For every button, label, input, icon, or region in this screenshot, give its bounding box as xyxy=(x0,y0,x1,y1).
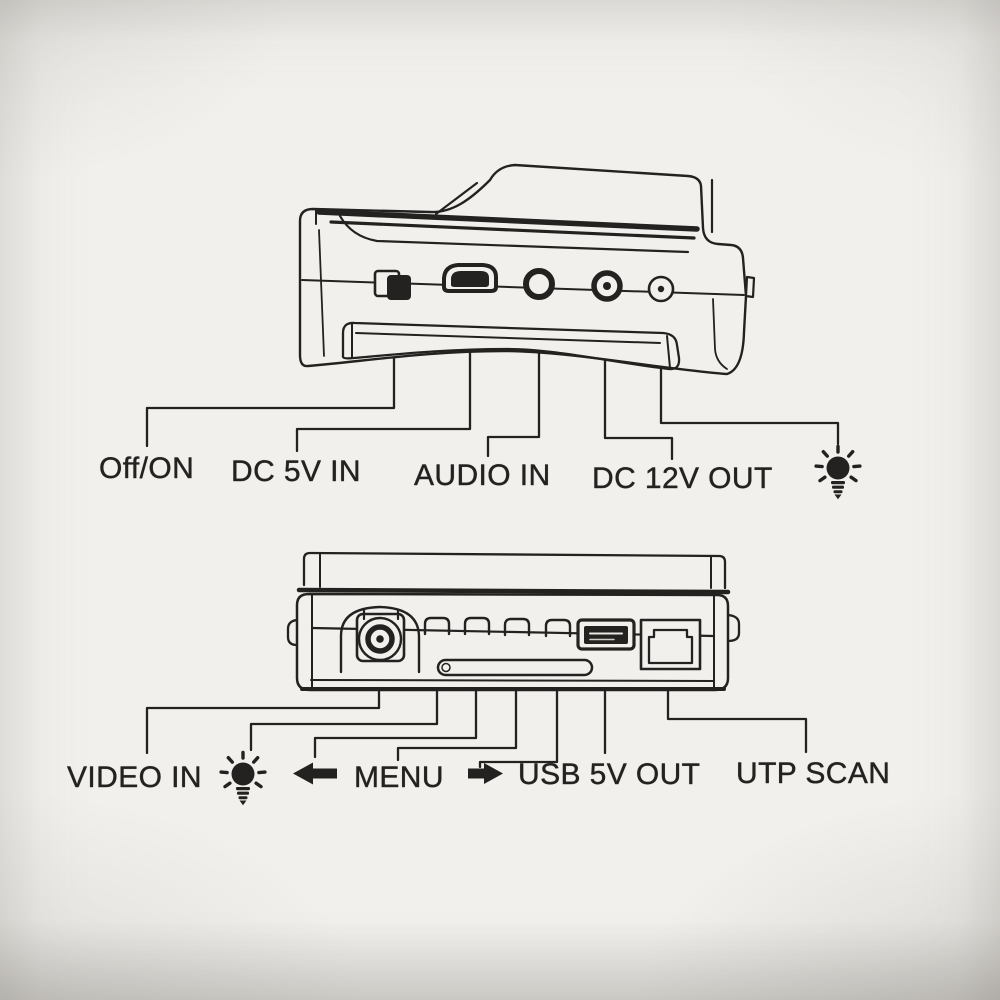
label-utp-scan: UTP SCAN xyxy=(736,757,891,790)
micro-usb-port xyxy=(442,263,498,293)
cover-slot xyxy=(436,658,594,677)
screen-edge-band xyxy=(316,209,700,232)
right-side-tab xyxy=(744,275,756,299)
label-usb-5v-out: USB 5V OUT xyxy=(518,758,701,791)
label-video-in: VIDEO IN xyxy=(67,761,202,794)
menu-button-tabs xyxy=(423,616,572,638)
arrow-left-icon xyxy=(293,762,337,785)
bnc-video-connector xyxy=(339,605,421,674)
leader-audio-in xyxy=(486,297,541,458)
rj45-utp-port xyxy=(639,618,702,671)
dc-12v-jack xyxy=(591,270,623,302)
button-tab-1 xyxy=(423,616,451,636)
label-audio-in: AUDIO IN xyxy=(414,459,551,492)
label-dc-5v-in: DC 5V IN xyxy=(231,455,361,488)
button-tab-4 xyxy=(544,618,572,638)
bottom-panel-drawing xyxy=(145,551,808,769)
stand-foot-right-seam xyxy=(666,335,671,369)
top-panel-body-outline xyxy=(298,163,748,376)
right-edge-bump xyxy=(726,613,741,643)
label-dc-12v-out: DC 12V OUT xyxy=(592,462,773,495)
light-bulb-icon-top xyxy=(814,444,862,501)
led-torch-window xyxy=(647,275,675,303)
screen-wedge-rise-seam xyxy=(434,181,479,216)
leader-utp-scan xyxy=(666,667,808,754)
back-edge-strip xyxy=(302,551,727,590)
light-bulb-icon-bottom xyxy=(219,750,267,807)
right-side-seam xyxy=(712,298,728,370)
screen-edge-band-lower xyxy=(329,220,696,240)
power-switch xyxy=(373,269,411,300)
audio-jack xyxy=(523,268,555,300)
left-edge-bump xyxy=(286,618,299,647)
top-panel-drawing xyxy=(145,163,840,461)
stand-foot-rail-seam xyxy=(355,332,661,344)
button-tab-3 xyxy=(503,617,531,637)
left-side-seam xyxy=(318,229,325,357)
leader-dc-12v-out xyxy=(603,299,674,461)
label-menu: MENU xyxy=(354,761,444,794)
inner-bottom-seam xyxy=(310,679,715,682)
arrow-right-icon xyxy=(468,763,503,784)
screen-bezel-line xyxy=(338,214,690,254)
label-off-on: Off/ON xyxy=(99,452,195,485)
leader-dc-5v-in xyxy=(295,290,472,453)
usb-a-port xyxy=(576,618,636,651)
leader-menu xyxy=(396,634,518,762)
stand-foot-band xyxy=(341,321,681,371)
button-tab-2 xyxy=(463,616,491,636)
leader-menu-right xyxy=(478,634,559,769)
back-edge-strip-bottom xyxy=(296,587,731,595)
